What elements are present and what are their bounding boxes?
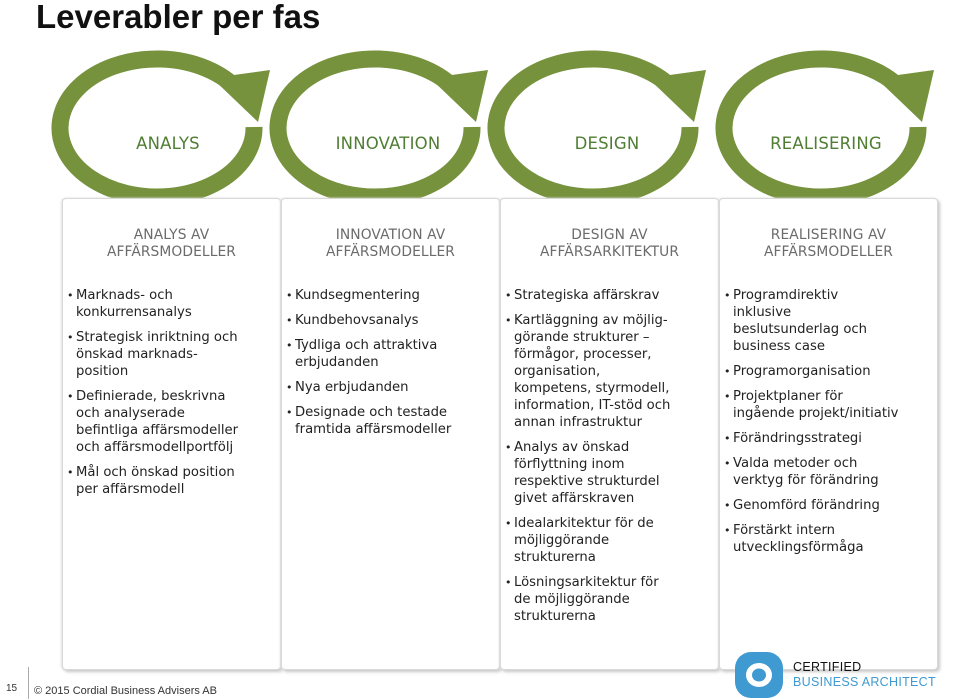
list-item: Marknads- och konkurrensanalys [67,287,276,321]
deliverables-column-analys: ANALYS AV AFFÄRSMODELLER Marknads- och k… [62,198,281,670]
deliverables-list: Marknads- och konkurrensanalys Strategis… [67,287,276,506]
cycle-ring-innovation [269,50,481,206]
column-title-line: DESIGN AV [571,227,648,243]
list-item: Programorganisation [724,363,933,380]
list-item: Förändringsstrategi [724,430,933,447]
list-item: Strategisk inriktning och önskad marknad… [67,329,276,380]
column-title-line: ANALYS AV [133,227,210,243]
cycle-arrow-innovation [430,70,488,122]
list-item: Analys av önskad förflyttning inom respe… [505,439,714,507]
cycle-arrow-design [648,70,706,122]
list-item: Designade och testade framtida affärsmod… [286,404,495,438]
deliverables-list: Kundsegmentering Kundbehovsanalys Tydlig… [286,287,495,446]
list-item: Definierade, beskrivna och analyserade b… [67,388,276,456]
cycle-ring-analys [51,50,263,206]
certified-business-architect-logo-icon [735,652,783,698]
deliverables-column-innovation: INNOVATION AV AFFÄRSMODELLER Kundsegment… [281,198,500,670]
footer-divider [28,667,29,699]
deliverables-column-realisering: REALISERING AV AFFÄRSMODELLER Programdir… [719,198,938,670]
list-item: Genomförd förändring [724,497,933,514]
list-item: Programdirektiv inklusive beslutsunderla… [724,287,933,355]
column-title-line: AFFÄRSMODELLER [763,244,893,260]
cycle-ring-design [487,50,699,206]
certified-label: CERTIFIED [793,660,862,674]
column-title: INNOVATION AV AFFÄRSMODELLER [288,227,493,263]
cycle-ring-realisering [715,50,927,206]
column-title: ANALYS AV AFFÄRSMODELLER [69,227,274,263]
copyright-text: © 2015 Cordial Business Advisers AB [34,685,217,697]
list-item: Valda metoder och verktyg för förändring [724,455,933,489]
list-item: Kundbehovsanalys [286,312,495,329]
list-item: Förstärkt intern utvecklingsförmåga [724,522,933,556]
list-item: Tydliga och attraktiva erbjudanden [286,337,495,371]
column-title-line: REALISERING AV [770,227,887,243]
phase-label-innovation: INNOVATION [335,134,441,153]
list-item: Mål och önskad position per affärsmodell [67,464,276,498]
phase-label-analys: ANALYS [136,134,200,153]
column-title-line: AFFÄRSARKITEKTUR [539,244,680,260]
phase-label-realisering: REALISERING [770,134,882,153]
list-item: Nya erbjudanden [286,379,495,396]
deliverables-column-design: DESIGN AV AFFÄRSARKITEKTUR Strategiska a… [500,198,719,670]
business-architect-label: BUSINESS ARCHITECT [793,675,936,689]
column-title: DESIGN AV AFFÄRSARKITEKTUR [507,227,712,263]
cycle-arrow-realisering [876,70,934,122]
deliverables-list: Strategiska affärskrav Kartläggning av m… [505,287,714,633]
deliverables-list: Programdirektiv inklusive beslutsunderla… [724,287,933,564]
list-item: Kundsegmentering [286,287,495,304]
phase-cycle-diagram [51,50,934,206]
cycle-arrow-analys [212,70,270,122]
list-item: Projektplaner för ingående projekt/initi… [724,388,933,422]
column-title: REALISERING AV AFFÄRSMODELLER [726,227,931,263]
page-title: Leverabler per fas [36,0,321,35]
column-title-line: INNOVATION AV [335,227,446,243]
phase-label-design: DESIGN [574,134,640,153]
list-item: Kartläggning av möjlig- görande struktur… [505,312,714,431]
column-title-line: AFFÄRSMODELLER [106,244,236,260]
page-number: 15 [6,683,18,694]
list-item: Lösningsarkitektur för de möjliggörande … [505,574,714,625]
list-item: Strategiska affärskrav [505,287,714,304]
list-item: Idealarkitektur för de möjliggörande str… [505,515,714,566]
column-title-line: AFFÄRSMODELLER [325,244,455,260]
